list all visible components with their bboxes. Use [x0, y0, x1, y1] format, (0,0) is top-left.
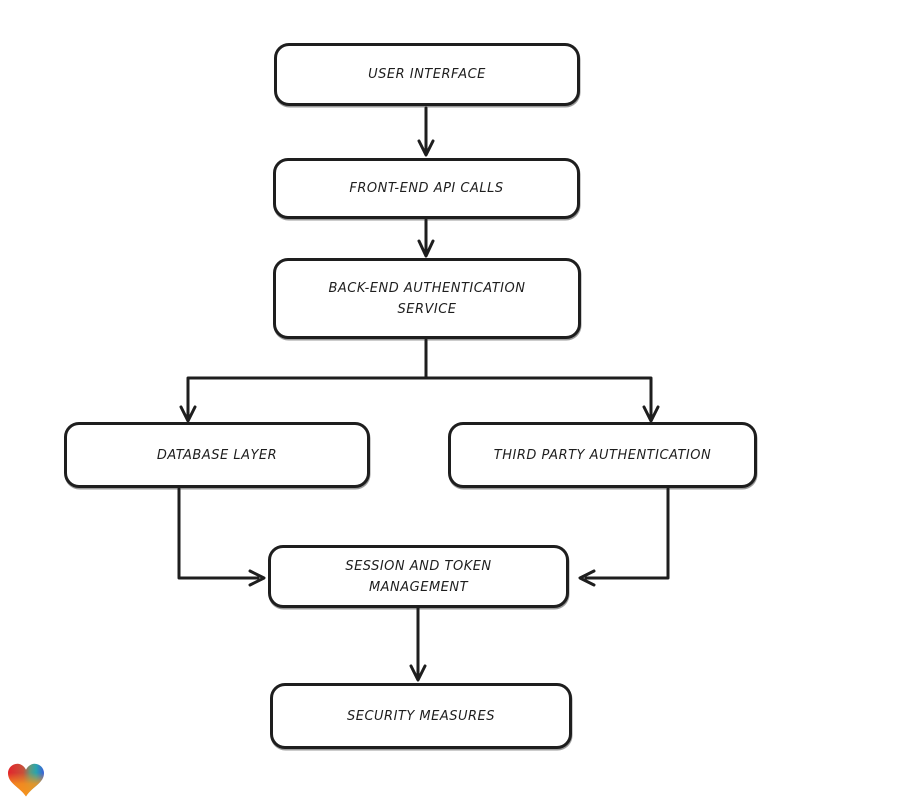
node-security-measures: SECURITY MEASURES [270, 683, 572, 749]
eraser-heart-logo [8, 762, 44, 798]
edge-thirdparty-to-session [578, 487, 670, 587]
node-label: THIRD PARTY AUTHENTICATION [493, 447, 712, 463]
node-back-end-authentication-service: BACK-END AUTHENTICATION SERVICE [273, 258, 581, 339]
node-label: DATABASE LAYER [156, 447, 278, 463]
node-label: FRONT-END API CALLS [349, 181, 504, 196]
node-label: MANAGEMENT [368, 579, 469, 595]
arrowhead-down-icon [179, 405, 197, 423]
node-front-end-api-calls: FRONT-END API CALLS [273, 158, 580, 219]
node-user-interface: USER INTERFACE [274, 43, 580, 106]
heart-icon [8, 763, 44, 797]
arrowhead-down-icon [409, 664, 427, 682]
edge-frontend-to-backend [417, 218, 435, 258]
edge-backend-to-thirdparty [424, 376, 660, 423]
node-database-layer: DATABASE LAYER [64, 422, 370, 488]
edge-database-to-session [177, 487, 266, 587]
arrowhead-down-icon [642, 405, 660, 423]
arrowhead-down-icon [417, 139, 435, 157]
arrowhead-right-icon [248, 569, 266, 587]
edge-session-to-security [409, 606, 427, 682]
node-session-and-token-management: SESSION AND TOKEN MANAGEMENT [268, 545, 569, 608]
node-label: SECURITY MEASURES [346, 708, 496, 724]
node-third-party-authentication: THIRD PARTY AUTHENTICATION [448, 422, 757, 488]
arrowhead-left-icon [578, 569, 596, 587]
node-label: SESSION AND TOKEN [345, 558, 492, 574]
edge-ui-to-frontend [417, 106, 435, 157]
node-label: SERVICE [397, 301, 457, 317]
edge-backend-to-database [179, 338, 428, 423]
node-label: USER INTERFACE [368, 67, 486, 82]
node-label: BACK-END AUTHENTICATION [328, 280, 526, 296]
arrowhead-down-icon [417, 239, 435, 258]
